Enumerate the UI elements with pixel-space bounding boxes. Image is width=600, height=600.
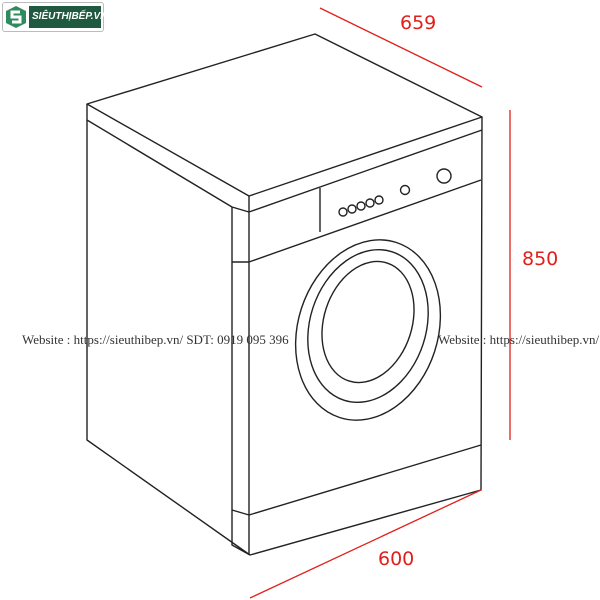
kick-plate	[248, 444, 482, 516]
door-glass	[321, 260, 415, 384]
program-knob	[436, 168, 452, 184]
watermark-left: Website : https://sieuthibep.vn/ SDT: 09…	[22, 332, 289, 347]
width-label: 600	[378, 548, 415, 570]
door-ring	[307, 248, 429, 404]
button	[365, 198, 375, 208]
strip-lines	[231, 261, 250, 516]
width-dimension-line	[249, 489, 482, 599]
button	[338, 207, 348, 217]
button	[356, 201, 366, 211]
logo-s-icon	[6, 6, 26, 28]
height-label: 850	[522, 248, 559, 270]
control-panel	[248, 179, 482, 263]
door-outer	[294, 239, 442, 421]
watermark-right: Website : https://sieuthibep.vn/	[438, 332, 600, 347]
logo-text: SIÊUTHỊBẾP.VN	[29, 6, 107, 28]
logo: SIÊUTHỊBẾP.VN	[2, 2, 107, 32]
button	[347, 204, 357, 214]
small-knob	[399, 184, 411, 196]
left-side	[86, 120, 251, 556]
button	[374, 195, 384, 205]
depth-label: 659	[400, 12, 437, 34]
top-lip	[86, 104, 483, 213]
depth-dimension-line	[319, 7, 483, 88]
front-left-edge	[231, 207, 251, 556]
